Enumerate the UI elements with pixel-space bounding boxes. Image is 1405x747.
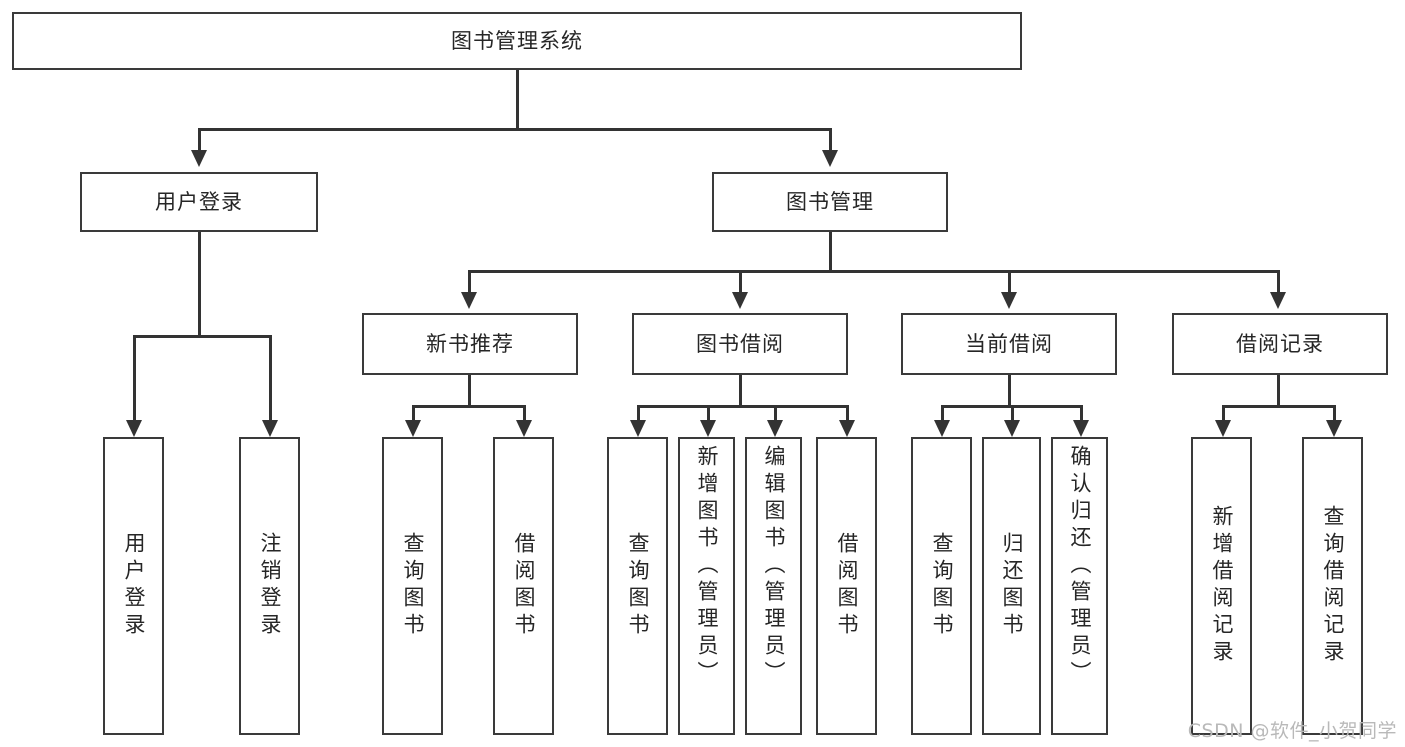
node-label: 归还图书: [1000, 532, 1024, 640]
connector-user-login-fanbar: [133, 335, 269, 338]
connector-user-login-stem: [198, 232, 201, 337]
connector-book-manage-fanbar: [468, 270, 1280, 273]
connector-borrow-record-drop-1: [1222, 405, 1225, 422]
connector-book-borrow-drop-4: [846, 405, 849, 422]
arrow-book-manage-child-1: [461, 292, 477, 309]
connector-borrow-record-stem: [1277, 375, 1280, 407]
node-label: 查询借阅记录: [1321, 505, 1345, 667]
connector-current-borrow-stem: [1008, 375, 1011, 407]
connector-user-login-drop-1: [133, 335, 136, 422]
arrow-borrow-record-leaf-1: [1215, 420, 1231, 437]
node-label: 当前借阅: [965, 331, 1053, 356]
node-label: 注销登录: [258, 532, 282, 640]
arrow-current-borrow-leaf-1: [934, 420, 950, 437]
node-leaf-user-logout[interactable]: 注销登录: [239, 437, 300, 735]
node-leaf-query-book-2[interactable]: 查询图书: [607, 437, 668, 735]
arrow-current-borrow-leaf-2: [1004, 420, 1020, 437]
connector-book-manage-drop-2: [739, 270, 742, 294]
csdn-watermark: CSDN @软件_小贺同学: [1187, 720, 1397, 742]
node-root-system[interactable]: 图书管理系统: [12, 12, 1022, 70]
node-label: 用户登录: [122, 532, 146, 640]
node-label: 新书推荐: [426, 331, 514, 356]
connector-book-borrow-drop-3: [774, 405, 777, 422]
node-new-book-recommend[interactable]: 新书推荐: [362, 313, 578, 375]
connector-book-manage-drop-3: [1008, 270, 1011, 294]
arrow-root-to-user-login: [191, 150, 207, 167]
arrow-user-login-leaf-2: [262, 420, 278, 437]
node-leaf-confirm-return[interactable]: 确认归还（管理员）: [1051, 437, 1108, 735]
connector-book-borrow-drop-2: [707, 405, 710, 422]
node-label: 图书管理系统: [451, 28, 583, 53]
node-label: 编辑图书（管理员）: [762, 445, 786, 688]
arrow-book-borrow-leaf-2: [700, 420, 716, 437]
connector-borrow-record-drop-2: [1333, 405, 1336, 422]
connector-book-manage-drop-1: [468, 270, 471, 294]
connector-book-manage-drop-4: [1277, 270, 1280, 294]
connector-new-book-drop-2: [523, 405, 526, 422]
node-label: 查询图书: [626, 532, 650, 640]
node-leaf-borrow-book-2[interactable]: 借阅图书: [816, 437, 877, 735]
node-borrow-record[interactable]: 借阅记录: [1172, 313, 1388, 375]
connector-root-fanbar: [198, 128, 832, 131]
node-label: 查询图书: [930, 532, 954, 640]
connector-root-to-user-login: [198, 128, 201, 152]
arrow-book-manage-child-3: [1001, 292, 1017, 309]
connector-new-book-stem: [468, 375, 471, 407]
connector-user-login-drop-2: [269, 335, 272, 422]
connector-book-borrow-drop-1: [637, 405, 640, 422]
node-leaf-edit-book[interactable]: 编辑图书（管理员）: [745, 437, 802, 735]
node-label: 新增图书（管理员）: [695, 445, 719, 688]
node-leaf-query-book-1[interactable]: 查询图书: [382, 437, 443, 735]
node-leaf-user-login[interactable]: 用户登录: [103, 437, 164, 735]
arrow-book-borrow-leaf-3: [767, 420, 783, 437]
arrow-book-manage-child-2: [732, 292, 748, 309]
node-leaf-return-book[interactable]: 归还图书: [982, 437, 1041, 735]
connector-current-borrow-drop-3: [1080, 405, 1083, 422]
node-leaf-borrow-book-1[interactable]: 借阅图书: [493, 437, 554, 735]
connector-book-borrow-stem: [739, 375, 742, 407]
node-label: 借阅记录: [1236, 331, 1324, 356]
arrow-borrow-record-leaf-2: [1326, 420, 1342, 437]
node-book-borrow[interactable]: 图书借阅: [632, 313, 848, 375]
node-leaf-query-record[interactable]: 查询借阅记录: [1302, 437, 1363, 735]
node-label: 确认归还（管理员）: [1068, 445, 1092, 688]
node-label: 图书管理: [786, 189, 874, 214]
arrow-root-to-book-manage: [822, 150, 838, 167]
arrow-book-borrow-leaf-4: [839, 420, 855, 437]
connector-new-book-fanbar: [412, 405, 526, 408]
connector-current-borrow-drop-2: [1011, 405, 1014, 422]
node-current-borrow[interactable]: 当前借阅: [901, 313, 1117, 375]
node-leaf-add-record[interactable]: 新增借阅记录: [1191, 437, 1252, 735]
node-leaf-add-book[interactable]: 新增图书（管理员）: [678, 437, 735, 735]
node-label: 借阅图书: [835, 532, 859, 640]
arrow-book-borrow-leaf-1: [630, 420, 646, 437]
arrow-new-book-leaf-2: [516, 420, 532, 437]
arrow-new-book-leaf-1: [405, 420, 421, 437]
node-book-manage[interactable]: 图书管理: [712, 172, 948, 232]
connector-borrow-record-fanbar: [1222, 405, 1336, 408]
connector-root-to-book-manage: [829, 128, 832, 152]
node-leaf-query-book-3[interactable]: 查询图书: [911, 437, 972, 735]
connector-current-borrow-drop-1: [941, 405, 944, 422]
node-user-login[interactable]: 用户登录: [80, 172, 318, 232]
node-label: 借阅图书: [512, 532, 536, 640]
node-label: 查询图书: [401, 532, 425, 640]
arrow-user-login-leaf-1: [126, 420, 142, 437]
connector-book-manage-stem: [829, 232, 832, 272]
node-label: 新增借阅记录: [1210, 505, 1234, 667]
node-label: 图书借阅: [696, 331, 784, 356]
connector-root-stem: [516, 70, 519, 128]
connector-book-borrow-fanbar: [637, 405, 849, 408]
arrow-current-borrow-leaf-3: [1073, 420, 1089, 437]
node-label: 用户登录: [155, 189, 243, 214]
connector-new-book-drop-1: [412, 405, 415, 422]
arrow-book-manage-child-4: [1270, 292, 1286, 309]
